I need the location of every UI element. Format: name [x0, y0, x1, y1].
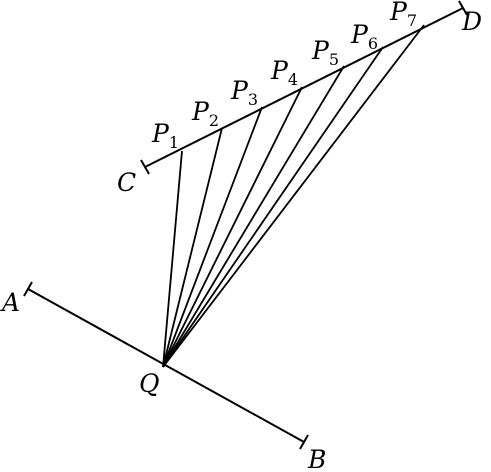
- label-q: Q: [139, 369, 160, 398]
- label-p6: P6: [350, 20, 378, 53]
- segment-cd: [144, 7, 464, 168]
- label-p2: P2: [191, 97, 219, 130]
- tick-d: [458, 0, 468, 16]
- label-c: C: [117, 168, 136, 197]
- label-d: D: [461, 7, 482, 36]
- label-p5: P5: [311, 36, 339, 69]
- ray-q-p4: [162, 86, 303, 368]
- label-p3: P3: [230, 76, 258, 109]
- tick-a: [23, 281, 33, 297]
- ray-q-p7: [162, 24, 425, 368]
- tick-c: [140, 159, 150, 175]
- tick-b: [299, 434, 309, 450]
- label-p7: P7: [389, 0, 417, 30]
- label-b: B: [307, 445, 326, 472]
- label-p1: P1: [151, 119, 179, 152]
- ray-q-p2: [162, 127, 223, 368]
- rays-group: [162, 24, 425, 368]
- label-a: A: [0, 288, 20, 317]
- label-p4: P4: [270, 56, 298, 89]
- ray-q-p3: [162, 106, 263, 368]
- point-labels-group: P1 P2 P3 P4 P5 P6 P7: [151, 0, 417, 152]
- ray-q-p1: [162, 150, 183, 368]
- segment-ab: [27, 288, 305, 443]
- ray-q-p5: [162, 65, 345, 368]
- ray-q-p6: [162, 46, 384, 368]
